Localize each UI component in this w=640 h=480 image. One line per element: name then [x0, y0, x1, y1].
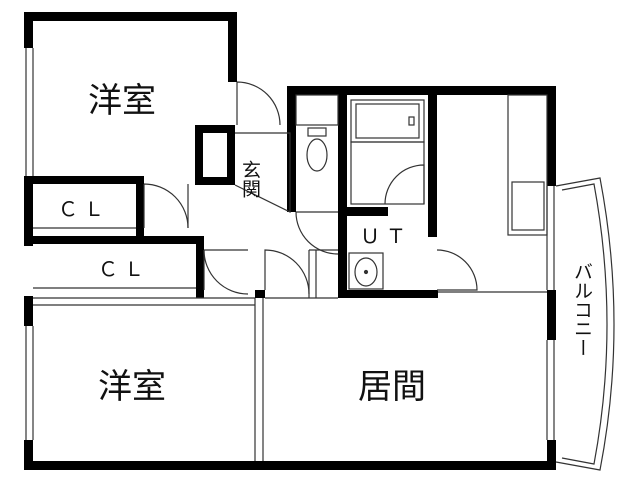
label-living: 居間 — [358, 367, 426, 407]
wall-right-upper — [547, 86, 556, 186]
washbasin — [348, 252, 384, 290]
living-door — [264, 249, 310, 295]
bath-door-swing — [384, 164, 425, 205]
wall-ut-right — [428, 207, 437, 237]
wall-top-left — [24, 12, 237, 21]
wc-door-swing — [295, 211, 339, 255]
label-closet-top: ＣＬ — [58, 197, 110, 221]
wall-top-room-right — [228, 12, 237, 82]
bathtub — [350, 99, 425, 143]
label-balcony: バルコニー — [571, 262, 593, 357]
label-utility: ＵＴ — [360, 224, 412, 248]
label-closet-bottom: ＣＬ — [98, 257, 150, 281]
wall-cl1-top — [24, 176, 144, 184]
room-door-bottom — [203, 249, 249, 295]
wall-left-lower — [24, 296, 33, 326]
wall-top-middle — [287, 86, 556, 95]
closet1-door — [143, 183, 189, 229]
label-western-room-bottom: 洋室 — [98, 367, 166, 407]
entrance-outline — [234, 132, 291, 213]
wall-left-bottom — [24, 440, 33, 470]
toilet — [306, 138, 328, 172]
wall-left-upper — [24, 12, 33, 48]
wall-entrance-right — [227, 125, 235, 185]
wall-left-mid — [24, 176, 33, 246]
label-entrance: 玄関 — [239, 160, 261, 198]
wall-bath-left — [338, 86, 347, 212]
wall-cl1-right — [136, 176, 144, 236]
wc-tank — [295, 94, 339, 126]
wall-ut-bottom — [338, 290, 438, 298]
wall-wc-left — [287, 86, 296, 212]
wall-cl2-right — [196, 236, 204, 298]
wall-right-mid — [547, 290, 556, 340]
wall-ut-left — [338, 207, 347, 297]
kitchen-sink — [511, 181, 545, 231]
wall-entrance-top — [195, 125, 235, 133]
wall-entrance-bottom — [195, 177, 235, 185]
kitchen-counter — [507, 94, 548, 236]
wall-cl2-top — [24, 236, 204, 244]
wall-post — [255, 290, 265, 298]
wall-entrance-left — [195, 125, 203, 185]
label-western-room-top: 洋室 — [88, 81, 156, 121]
door-swing-top-room — [236, 81, 281, 126]
wall-bath-bottom — [338, 207, 388, 216]
balcony-outline — [555, 177, 615, 471]
wall-right-lower — [547, 440, 556, 470]
wall-bottom — [24, 461, 556, 470]
wall-bath-right — [428, 86, 437, 216]
walls — [24, 12, 556, 470]
thin-lines — [25, 48, 615, 471]
bath-floor — [350, 141, 425, 205]
ut-door-swing — [436, 249, 478, 291]
